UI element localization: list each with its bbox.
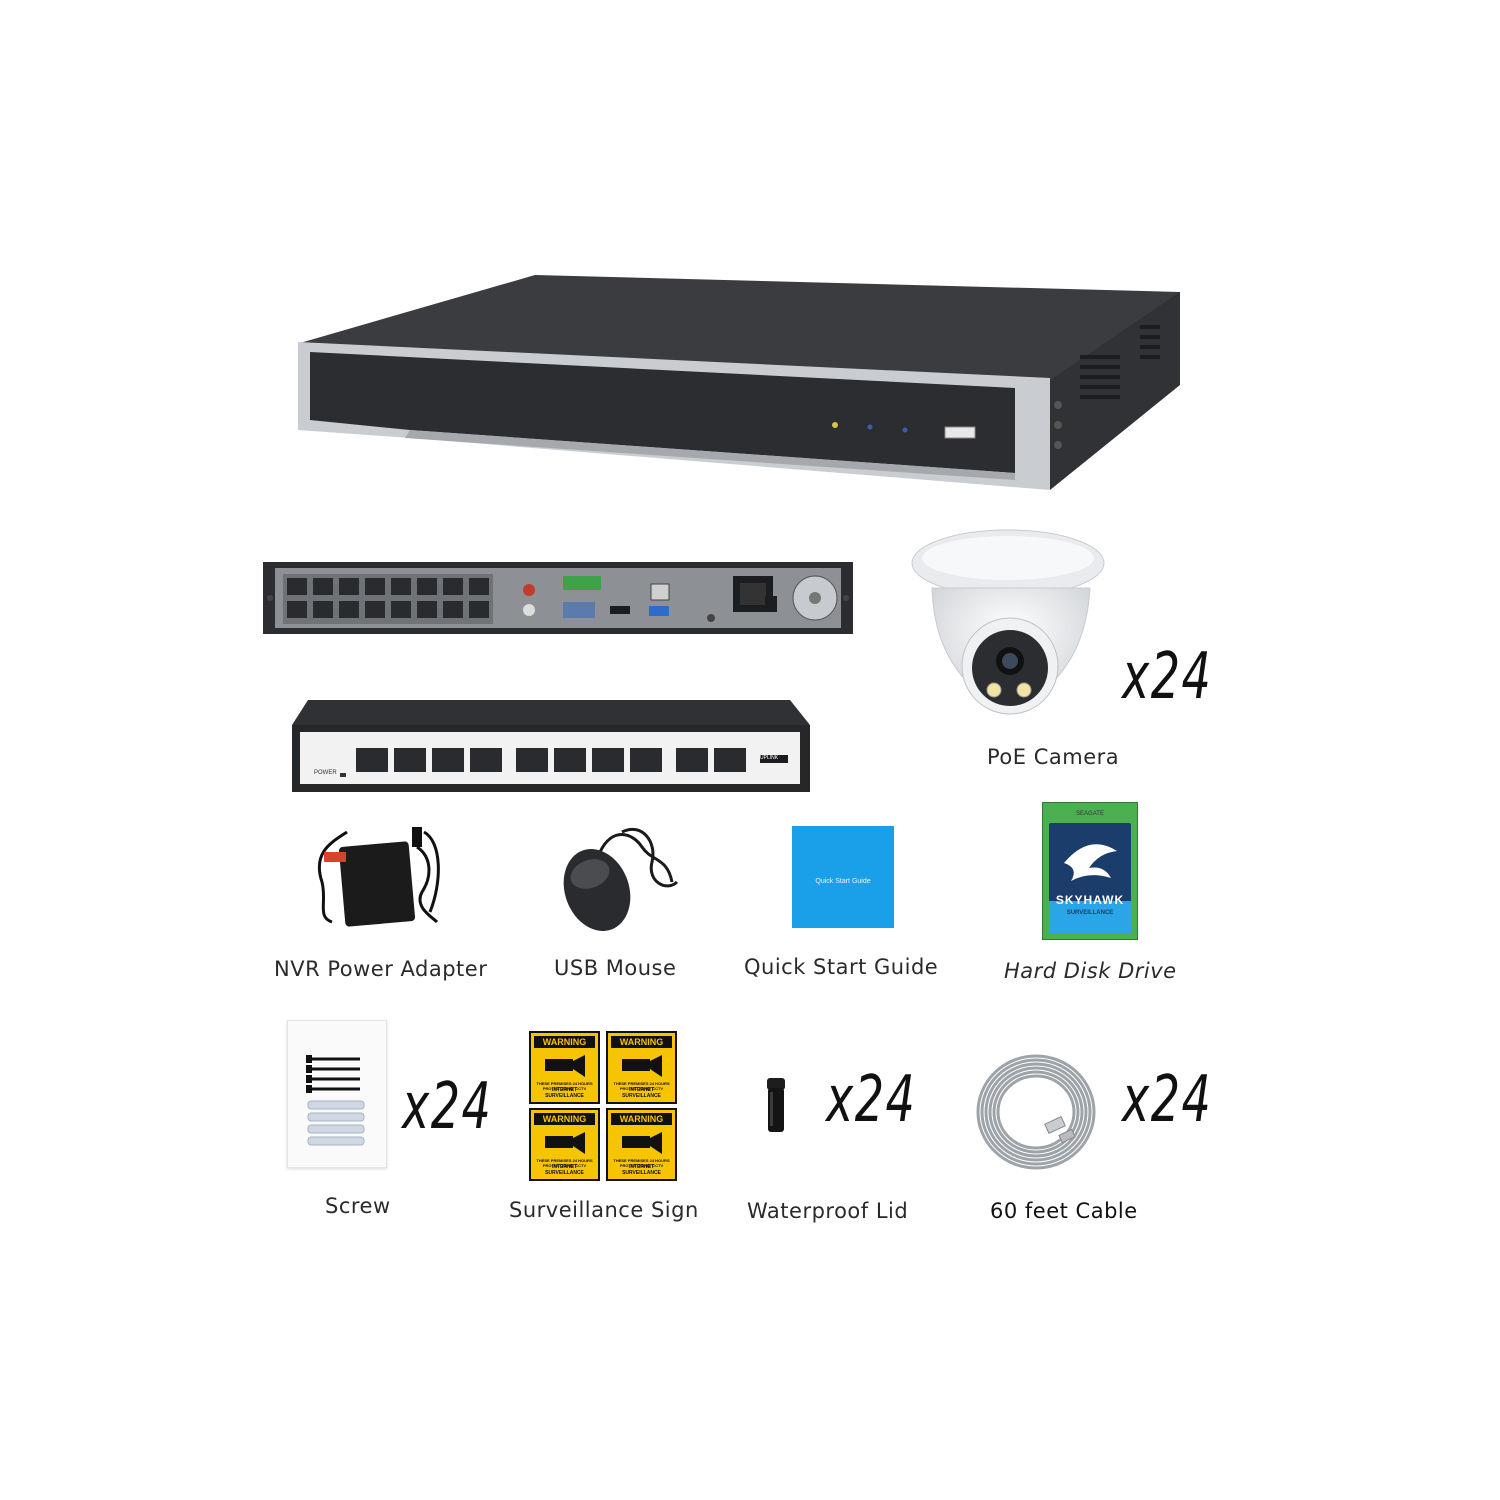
hard-disk-drive-image: SEAGATE SKYHAWK SURVEILLANCE [1042, 802, 1138, 940]
quick-start-guide-label: Quick Start Guide [744, 955, 939, 979]
warning-foot-text: INTERNET SURVEILLANCE [622, 1087, 661, 1099]
hard-disk-drive-label: Hard Disk Drive [1004, 959, 1177, 983]
camera-label: PoE Camera [987, 745, 1120, 769]
warning-sign-1: WARNING THESE PREMISES 24 HOURS PROTECTE… [529, 1031, 600, 1104]
warning-foot-text: INTERNET SURVEILLANCE [622, 1164, 661, 1176]
warning-title: WARNING [611, 1036, 672, 1048]
nvr-rear-image [263, 562, 853, 634]
power-adapter-label: NVR Power Adapter [274, 957, 488, 981]
warning-small-text: THESE PREMISES 24 HOURS PROTECTED BY CCT… [613, 1158, 670, 1168]
switch-uplink-text: UPLINK [760, 755, 779, 761]
camera-icon [622, 1132, 662, 1154]
poe-switch-image: POWER UPLINK [290, 700, 812, 792]
surveillance-sign-label: Surveillance Sign [509, 1198, 699, 1222]
warning-title: WARNING [534, 1113, 595, 1125]
warning-sign-3: WARNING THESE PREMISES 24 HOURS PROTECTE… [529, 1108, 600, 1181]
warning-foot-text: INTERNET SURVEILLANCE [545, 1164, 584, 1176]
hdd-label-panel: SKYHAWK SURVEILLANCE [1049, 823, 1131, 933]
poe-camera-image [910, 528, 1110, 723]
screw-label: Screw [325, 1194, 391, 1218]
camera-quantity: x24 [1122, 640, 1213, 714]
warning-small-text: THESE PREMISES 24 HOURS PROTECTED BY CCT… [613, 1081, 670, 1091]
waterproof-lid-label: Waterproof Lid [747, 1199, 909, 1223]
surveillance-sign-image: WARNING THESE PREMISES 24 HOURS PROTECTE… [529, 1031, 684, 1181]
waterproof-lid-image [765, 1078, 787, 1132]
warning-small-text: THESE PREMISES 24 HOURS PROTECTED BY CCT… [536, 1081, 593, 1091]
camera-icon [622, 1055, 662, 1077]
quick-start-guide-image: Quick Start Guide [792, 826, 894, 928]
guide-cover-text: Quick Start Guide [815, 878, 871, 885]
screw-quantity: x24 [402, 1070, 493, 1144]
skyhawk-logo-icon [1049, 844, 1131, 933]
lid-quantity: x24 [826, 1063, 917, 1137]
cable-image [972, 1050, 1102, 1175]
screw-image [287, 1020, 387, 1168]
cable-quantity: x24 [1122, 1063, 1213, 1137]
hdd-maker-text: SEAGATE [1076, 811, 1104, 817]
warning-small-text: THESE PREMISES 24 HOURS PROTECTED BY CCT… [536, 1158, 593, 1168]
warning-sign-4: WARNING THESE PREMISES 24 HOURS PROTECTE… [606, 1108, 677, 1181]
warning-sign-2: WARNING THESE PREMISES 24 HOURS PROTECTE… [606, 1031, 677, 1104]
power-adapter-image [302, 822, 452, 932]
usb-mouse-label: USB Mouse [554, 956, 677, 980]
nvr-front-image [290, 270, 1185, 495]
warning-title: WARNING [611, 1113, 672, 1125]
usb-mouse-image [552, 822, 682, 932]
warning-title: WARNING [534, 1036, 595, 1048]
camera-icon [545, 1055, 585, 1077]
hdd-brand-sub-text: SURVEILLANCE [1066, 910, 1114, 916]
cable-label: 60 feet Cable [990, 1199, 1138, 1223]
warning-foot-text: INTERNET SURVEILLANCE [545, 1087, 584, 1099]
switch-power-text: POWER [314, 770, 337, 776]
hdd-brand-text: SKYHAWK [1055, 893, 1125, 907]
camera-icon [545, 1132, 585, 1154]
